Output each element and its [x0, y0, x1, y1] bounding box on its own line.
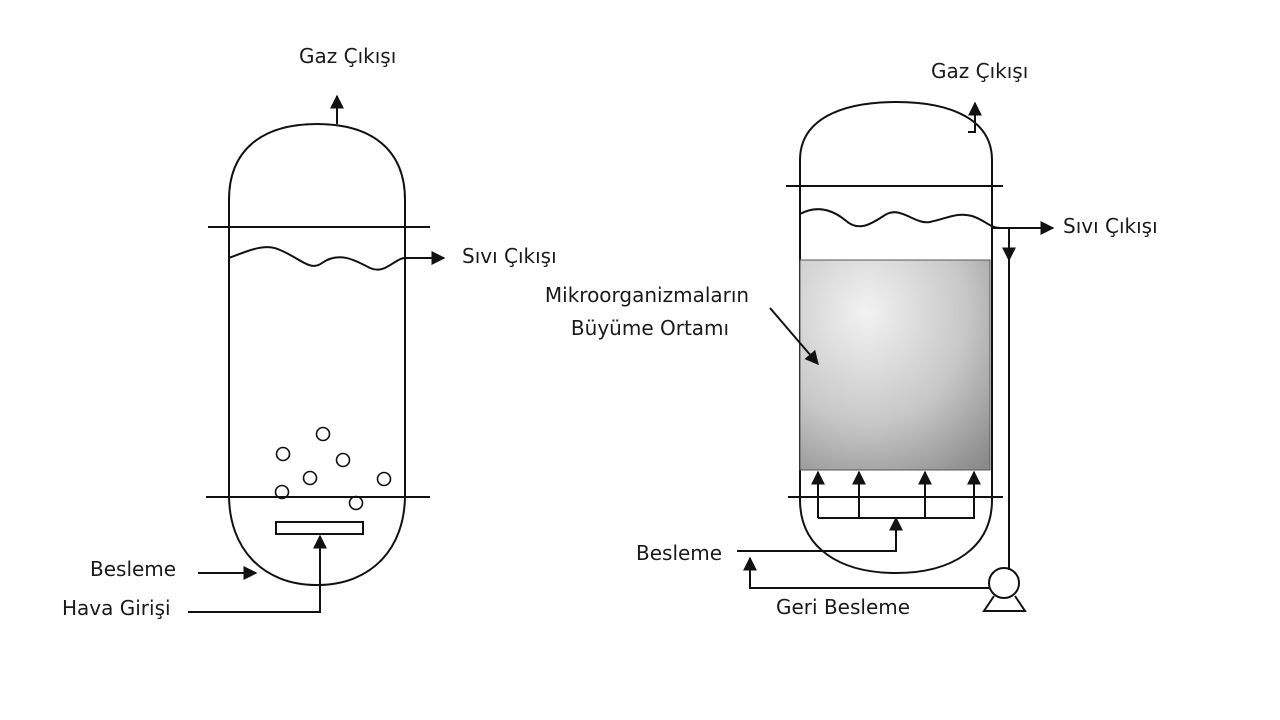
left-liquid-surface [228, 246, 406, 271]
left-air-inlet-label: Hava Girişi [62, 596, 171, 620]
right-recycle-return-pipe [743, 556, 989, 589]
right-feed-pipe [737, 516, 903, 552]
pump-stand [982, 595, 1027, 612]
left-feed-label: Besleme [90, 557, 176, 581]
right-reactor: Gaz Çıkışı Sıvı Çıkışı Mikroorganizmalar… [545, 59, 1158, 619]
right-gas-outlet-label: Gaz Çıkışı [931, 59, 1028, 83]
left-air-inlet-pipe [188, 534, 327, 613]
air-bubble [302, 470, 318, 486]
right-liquid-surface [799, 208, 1001, 229]
right-liquid-outlet-label: Sıvı Çıkışı [1063, 214, 1158, 238]
right-feed-label: Besleme [636, 541, 722, 565]
air-bubble [274, 484, 290, 500]
right-vessel-shell [799, 100, 993, 575]
growth-medium-pointer [769, 307, 819, 366]
growth-medium-block [799, 259, 991, 471]
right-gas-outlet-pipe [968, 101, 982, 133]
growth-medium-label-line1: Mikroorganizmaların [545, 283, 749, 307]
pump-body [988, 567, 1020, 599]
left-reactor: Gaz Çıkışı Sıvı Çıkışı Besleme Hava Giri… [62, 44, 557, 620]
air-bubble [335, 452, 351, 468]
growth-medium-label-line2: Büyüme Ortamı [571, 316, 729, 340]
recycle-pump [982, 567, 1027, 612]
left-air-sparger [275, 521, 364, 535]
left-gas-outlet-label: Gaz Çıkışı [299, 44, 396, 68]
air-bubble [275, 446, 291, 462]
air-bubble [315, 426, 331, 442]
air-bubble [348, 495, 364, 511]
left-air-bubbles [274, 426, 392, 511]
left-liquid-outlet-label: Sıvı Çıkışı [462, 244, 557, 268]
right-recycle-label: Geri Besleme [776, 595, 910, 619]
left-vessel-shell [228, 122, 406, 587]
air-bubble [376, 471, 392, 487]
